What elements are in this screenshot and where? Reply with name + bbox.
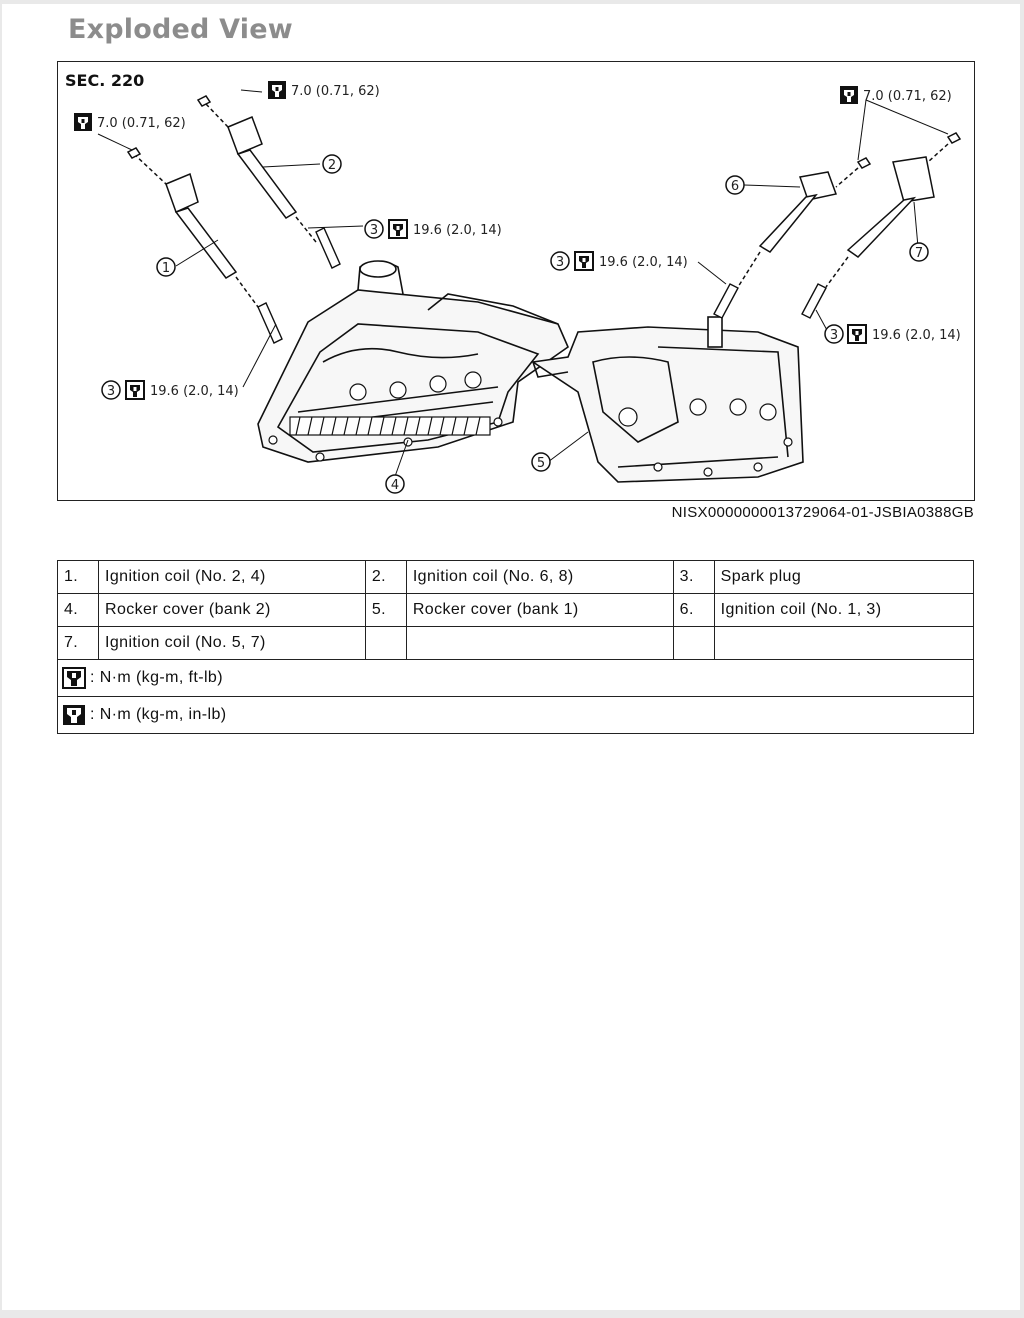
svg-text:19.6 (2.0, 14): 19.6 (2.0, 14): [872, 328, 961, 343]
legend-num: [364, 626, 407, 660]
legend-num: 3.: [672, 560, 715, 594]
svg-text:7.0 (0.71, 62): 7.0 (0.71, 62): [863, 89, 952, 104]
legend-text: Ignition coil (No. 2, 4): [98, 560, 366, 594]
svg-text:3: 3: [107, 384, 115, 399]
legend-num: 1.: [57, 560, 99, 594]
spark-plug-left: [257, 227, 341, 344]
callout-3-c: 3: [550, 251, 570, 271]
torque-wrench-open-icon: [847, 324, 867, 344]
svg-text:5: 5: [537, 456, 545, 471]
callout-4: 4: [385, 474, 405, 494]
torque-wrench-solid-icon: [63, 705, 85, 725]
torque-coil-right: 7.0 (0.71, 62): [840, 86, 952, 104]
legend-text: Ignition coil (No. 1, 3): [713, 593, 975, 627]
ignition-coil-1: [126, 147, 259, 308]
rocker-cover-bank-2-bolts: [268, 371, 503, 462]
ignition-coil-6: [737, 157, 872, 288]
table-row: 4. Rocker cover (bank 2) 5. Rocker cover…: [57, 593, 975, 627]
svg-text:7.0 (0.71, 62): 7.0 (0.71, 62): [291, 84, 380, 99]
unit-ft-lb: : N·m (kg-m, ft-lb): [57, 659, 974, 697]
unit-text: : N·m (kg-m, ft-lb): [90, 669, 223, 687]
legend-text: Spark plug: [713, 560, 975, 594]
svg-text:19.6 (2.0, 14): 19.6 (2.0, 14): [150, 384, 239, 399]
table-row: 7. Ignition coil (No. 5, 7): [57, 626, 975, 660]
ignition-coil-7: [825, 132, 962, 288]
torque-wrench-solid-icon: [74, 113, 92, 131]
callout-6: 6: [725, 175, 745, 195]
svg-text:2: 2: [328, 158, 336, 173]
callout-3-b: 3: [101, 380, 121, 400]
torque-plug-d: 19.6 (2.0, 14): [847, 324, 961, 344]
spark-plug-right: [713, 283, 827, 319]
table-row: : N·m (kg-m, ft-lb): [57, 659, 974, 697]
torque-plug-a: 19.6 (2.0, 14): [388, 219, 502, 239]
rocker-cover-bank-1-bolts: [618, 398, 793, 477]
torque-plug-c: 19.6 (2.0, 14): [574, 251, 688, 271]
legend-text: [713, 626, 975, 660]
figure-id: NISX0000000013729064-01-JSBIA0388GB: [671, 504, 974, 521]
section-label: SEC. 220: [65, 71, 144, 90]
legend-num: 5.: [364, 593, 407, 627]
callout-2: 2: [322, 154, 342, 174]
torque-wrench-open-icon: [125, 380, 145, 400]
svg-text:4: 4: [391, 478, 399, 493]
legend-text: Ignition coil (No. 6, 8): [405, 560, 674, 594]
svg-text:3: 3: [370, 223, 378, 238]
legend-text: Ignition coil (No. 5, 7): [98, 626, 366, 660]
torque-wrench-open-icon: [388, 219, 408, 239]
torque-wrench-open-icon: [574, 251, 594, 271]
unit-in-lb: : N·m (kg-m, in-lb): [57, 696, 974, 734]
torque-wrench-solid-icon: [268, 81, 286, 99]
svg-text:3: 3: [830, 328, 838, 343]
legend-table: 1. Ignition coil (No. 2, 4) 2. Ignition …: [57, 560, 975, 734]
svg-text:1: 1: [162, 261, 170, 276]
torque-wrench-solid-icon: [840, 86, 858, 104]
torque-coil-left-b: 7.0 (0.71, 62): [74, 113, 186, 131]
svg-text:19.6 (2.0, 14): 19.6 (2.0, 14): [599, 255, 688, 270]
table-row: 1. Ignition coil (No. 2, 4) 2. Ignition …: [57, 560, 975, 594]
legend-num: 7.: [57, 626, 99, 660]
legend-num: [672, 626, 715, 660]
callout-3-d: 3: [824, 324, 844, 344]
legend-num: 6.: [672, 593, 715, 627]
svg-text:6: 6: [731, 179, 739, 194]
legend-text: Rocker cover (bank 2): [98, 593, 366, 627]
torque-coil-left-a: 7.0 (0.71, 62): [268, 81, 380, 99]
legend-num: 4.: [57, 593, 99, 627]
callout-7: 7: [909, 242, 929, 262]
callout-3-a: 3: [364, 219, 384, 239]
document-page: Exploded View SEC. 22: [2, 4, 1020, 1310]
legend-text: Rocker cover (bank 1): [405, 593, 674, 627]
svg-text:19.6 (2.0, 14): 19.6 (2.0, 14): [413, 223, 502, 238]
svg-text:3: 3: [556, 255, 564, 270]
table-row: : N·m (kg-m, in-lb): [57, 696, 974, 734]
legend-num: 2.: [364, 560, 407, 594]
torque-wrench-open-icon: [62, 667, 86, 689]
unit-text: : N·m (kg-m, in-lb): [90, 706, 227, 724]
legend-text: [405, 626, 674, 660]
callout-5: 5: [531, 452, 551, 472]
callout-1: 1: [156, 257, 176, 277]
torque-plug-b: 19.6 (2.0, 14): [125, 380, 239, 400]
leader-lines: [97, 89, 949, 483]
exploded-view-figure: SEC. 220: [57, 61, 975, 501]
page-title: Exploded View: [68, 14, 293, 45]
svg-text:7.0 (0.71, 62): 7.0 (0.71, 62): [97, 116, 186, 131]
svg-text:7: 7: [915, 246, 923, 261]
ignition-coil-2: [196, 95, 317, 243]
rocker-cover-bank-1: [530, 316, 804, 483]
exploded-view-drawing: SEC. 220: [65, 71, 962, 494]
